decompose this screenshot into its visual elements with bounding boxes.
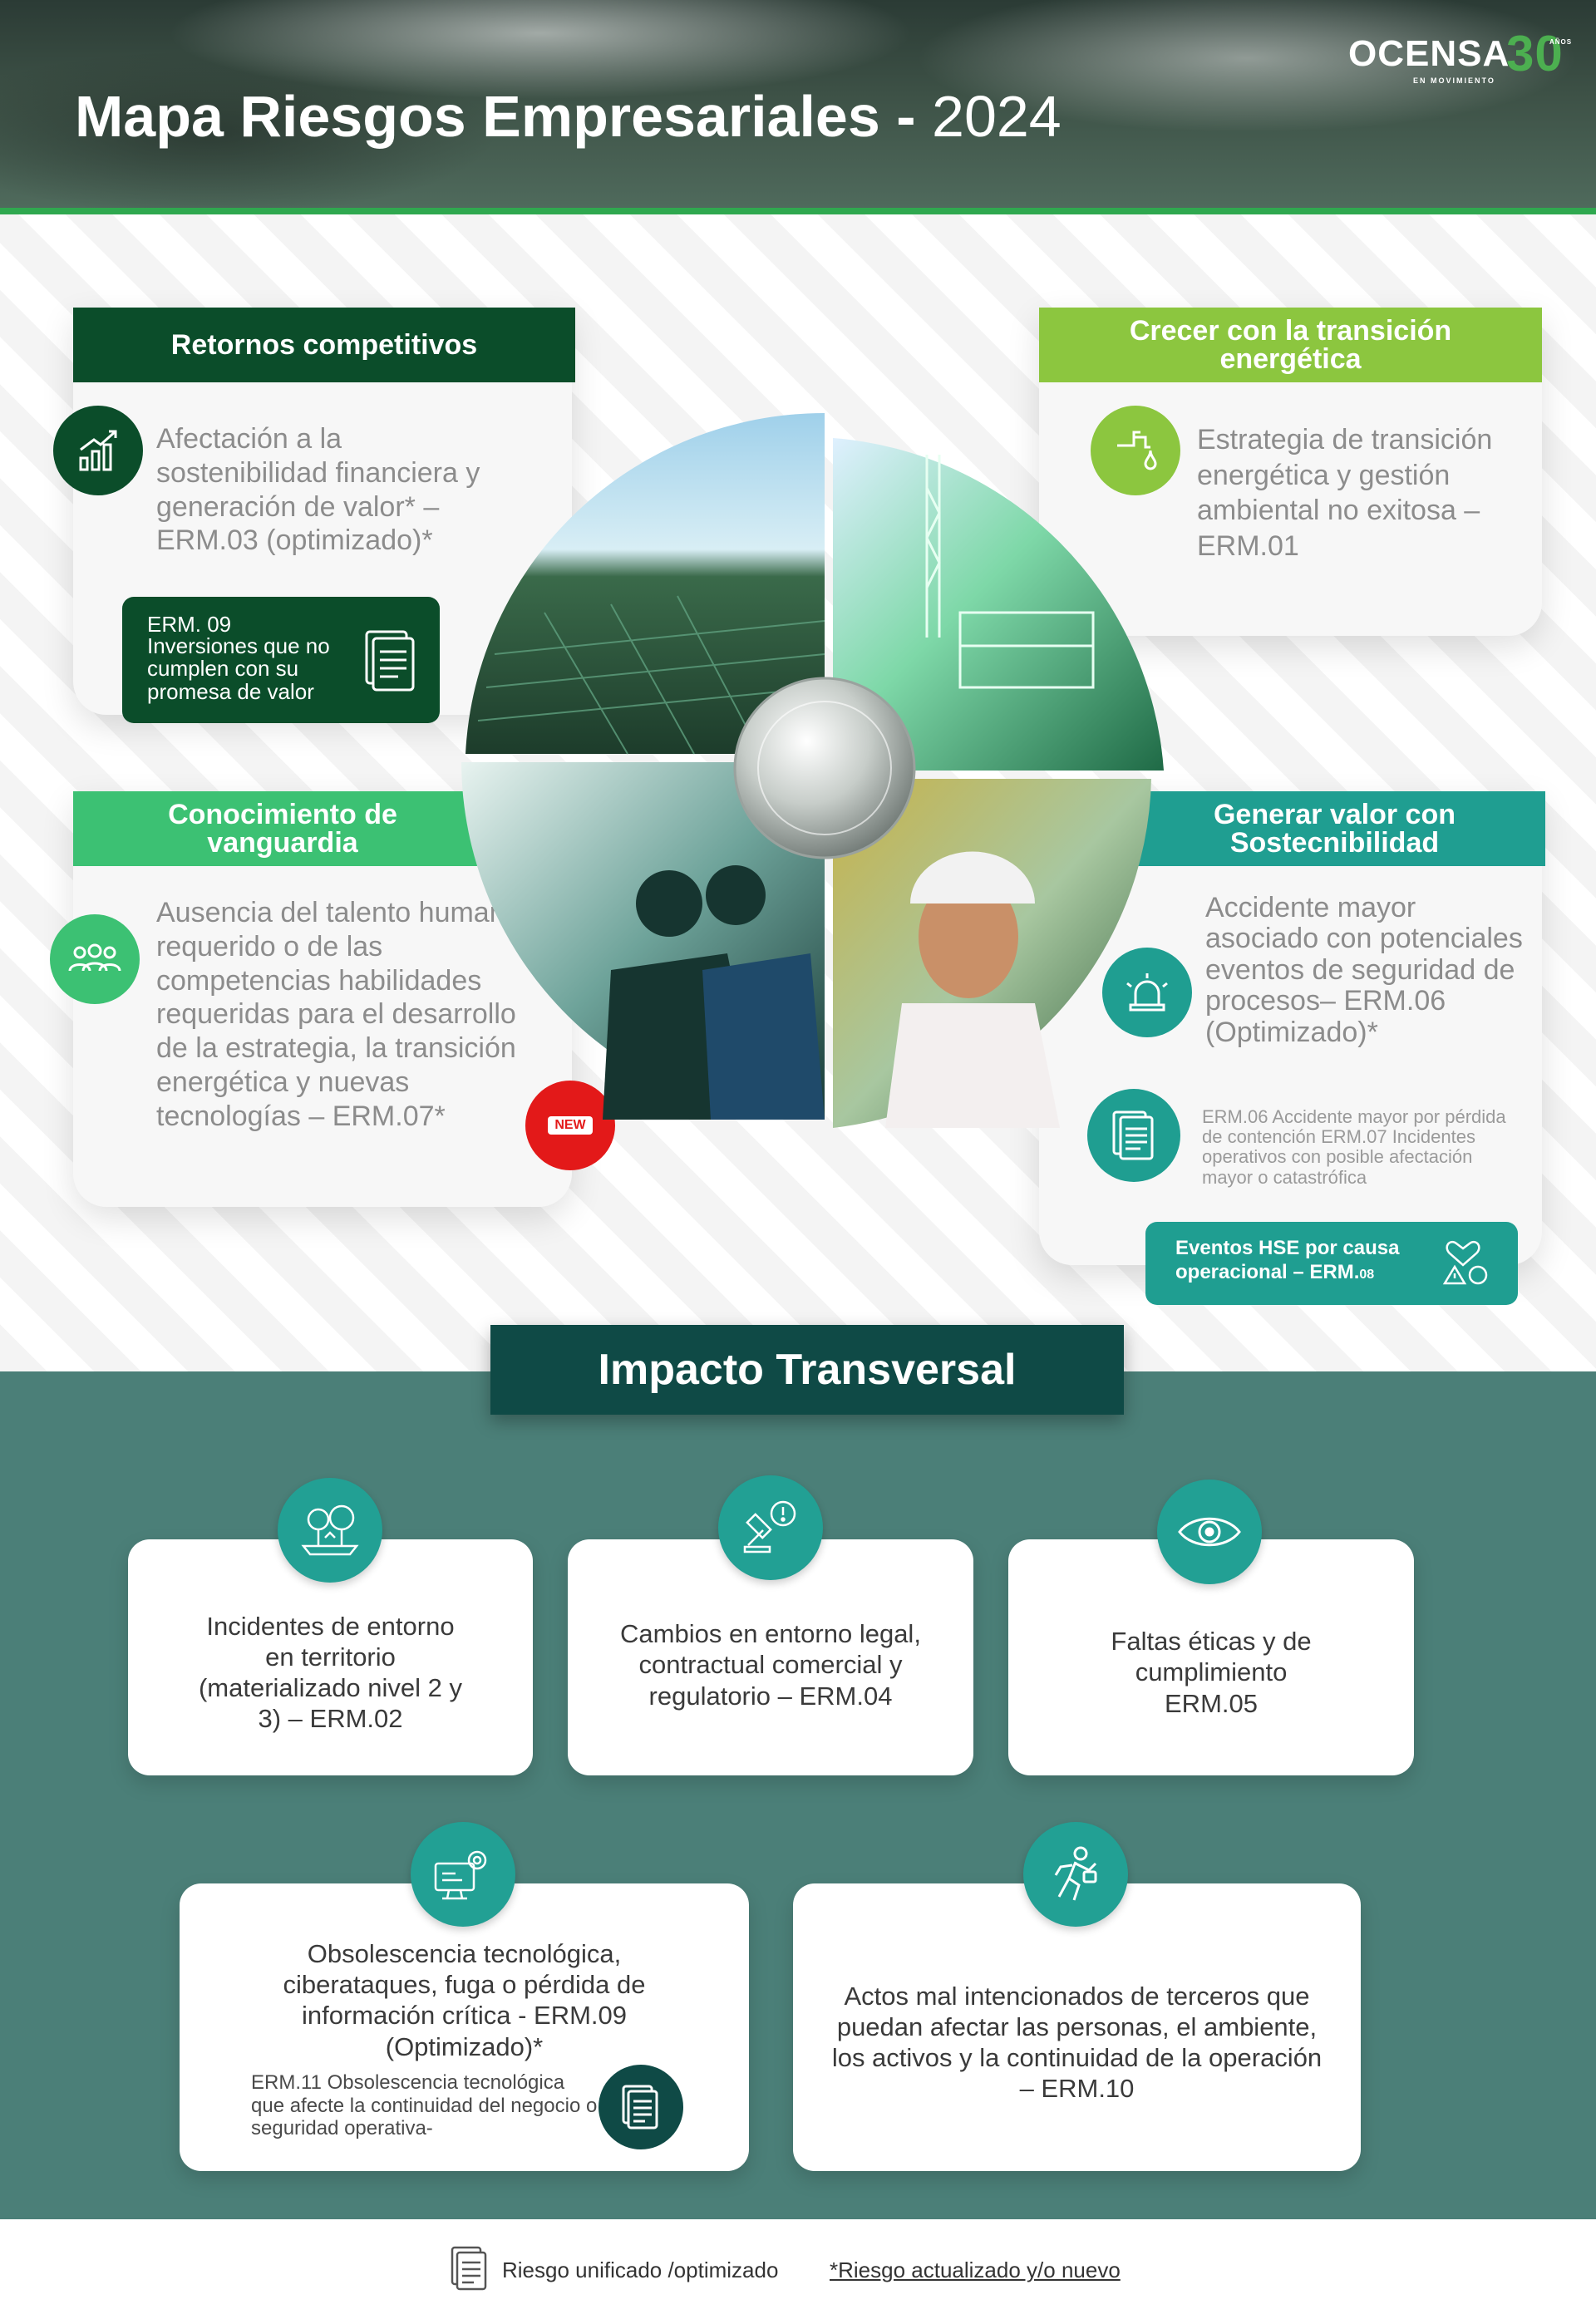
header-transicion-label: Crecer con la transición energética — [1129, 315, 1452, 375]
header-conocimiento-label: Conocimiento de vanguardia — [168, 799, 397, 859]
legend-unified: Riesgo unificado /optimizado — [502, 2258, 779, 2282]
solar-rows — [477, 595, 825, 755]
document-icon — [362, 628, 420, 699]
conocimiento-text: Ausencia del talento humano requerido o … — [156, 897, 521, 1132]
impact-text-eticas: Faltas éticas y de cumplimiento ERM.05 — [1111, 1627, 1312, 1718]
sostenibilidad-text: Accidente mayor asociado con potenciales… — [1205, 892, 1523, 1048]
page-title-year: 2024 — [932, 84, 1062, 149]
header-sostenibilidad: Generar valor con Sostecnibilidad — [1124, 791, 1545, 866]
photo-wheel — [461, 412, 1164, 1128]
hse-text: Eventos HSE por causa operacional – ERM.… — [1175, 1237, 1425, 1285]
logo-tagline: EN MOVIMIENTO — [1413, 76, 1495, 85]
impact-card-terceros: Actos mal intencionados de terceros que … — [793, 1883, 1361, 2171]
running-thief-icon — [1023, 1822, 1128, 1927]
impact-text-legal: Cambios en entorno legal, contractual co… — [620, 1619, 921, 1711]
transicion-text: Estrategia de transición energética y ge… — [1197, 424, 1493, 562]
hse-warning-icon — [1441, 1237, 1493, 1292]
header-transicion: Crecer con la transición energética — [1039, 308, 1542, 382]
gavel-alert-icon — [718, 1475, 823, 1580]
header-retornos-label: Retornos competitivos — [170, 329, 478, 361]
computer-gears-icon — [411, 1822, 515, 1927]
logo-number: 30 — [1506, 26, 1564, 81]
eye-icon — [1157, 1480, 1262, 1584]
logo-name: OCENSA — [1348, 33, 1510, 74]
header-banner — [0, 0, 1596, 208]
station-structures — [925, 455, 1095, 689]
document-icon — [598, 2065, 683, 2149]
faucet-drop-icon — [1091, 406, 1180, 495]
footer — [0, 2219, 1596, 2324]
impact-text-entorno: Incidentes de entorno en territorio (mat… — [198, 1611, 463, 1734]
impact-text-tecnologia: Obsolescencia tecnológica, ciberataques,… — [283, 1939, 646, 2061]
page-title: Mapa Riesgos Empresariales - 2024 — [75, 83, 1062, 150]
worker-figure — [885, 851, 1060, 1128]
hse-suffix: 08 — [1359, 1267, 1375, 1282]
retornos-text: Afectación a la sostenibilidad financier… — [156, 423, 480, 557]
document-icon — [1087, 1089, 1180, 1182]
alarm-light-icon — [1102, 948, 1192, 1037]
impact-card-entorno: Incidentes de entorno en territorio (mat… — [128, 1539, 533, 1775]
new-badge: NEW — [525, 1081, 615, 1170]
header-divider — [0, 208, 1596, 214]
wheel-hub — [733, 677, 916, 859]
growth-chart-icon — [53, 406, 143, 495]
impact-note-tecnologia: ERM.11 Obsolescencia tecnológica que afe… — [251, 2071, 598, 2140]
new-badge-label: NEW — [548, 1116, 593, 1135]
header-sostenibilidad-label: Generar valor con Sostecnibilidad — [1213, 799, 1456, 859]
wheel-photo-solar — [466, 412, 825, 754]
logo-anos: AÑOS — [1549, 38, 1573, 46]
territory-icon — [278, 1478, 382, 1583]
retornos-note-code: ERM. 09 — [147, 612, 232, 637]
engineers-figures — [603, 865, 825, 1120]
header-retornos: Retornos competitivos — [73, 308, 575, 382]
hse-label: Eventos HSE por causa operacional – ERM. — [1175, 1237, 1400, 1283]
ocensa-logo: OCENSA 30 AÑOS EN MOVIMIENTO — [1348, 26, 1571, 85]
document-icon — [449, 2244, 490, 2297]
sostenibilidad-note: ERM.06 Accidente mayor por pérdida de co… — [1202, 1106, 1506, 1188]
impact-text-terceros: Actos mal intencionados de terceros que … — [831, 1981, 1323, 2104]
retornos-note-text: Inversiones que no cumplen con su promes… — [147, 633, 330, 704]
legend-updated: *Riesgo actualizado y/o nuevo — [830, 2258, 1121, 2282]
hse-box: Eventos HSE por causa operacional – ERM.… — [1145, 1222, 1518, 1305]
people-group-icon — [50, 914, 140, 1004]
page-title-main: Mapa Riesgos Empresariales - — [75, 84, 916, 149]
impacto-title: Impacto Transversal — [490, 1325, 1124, 1415]
retornos-note: ERM. 09 Inversiones que no cumplen con s… — [122, 597, 440, 723]
